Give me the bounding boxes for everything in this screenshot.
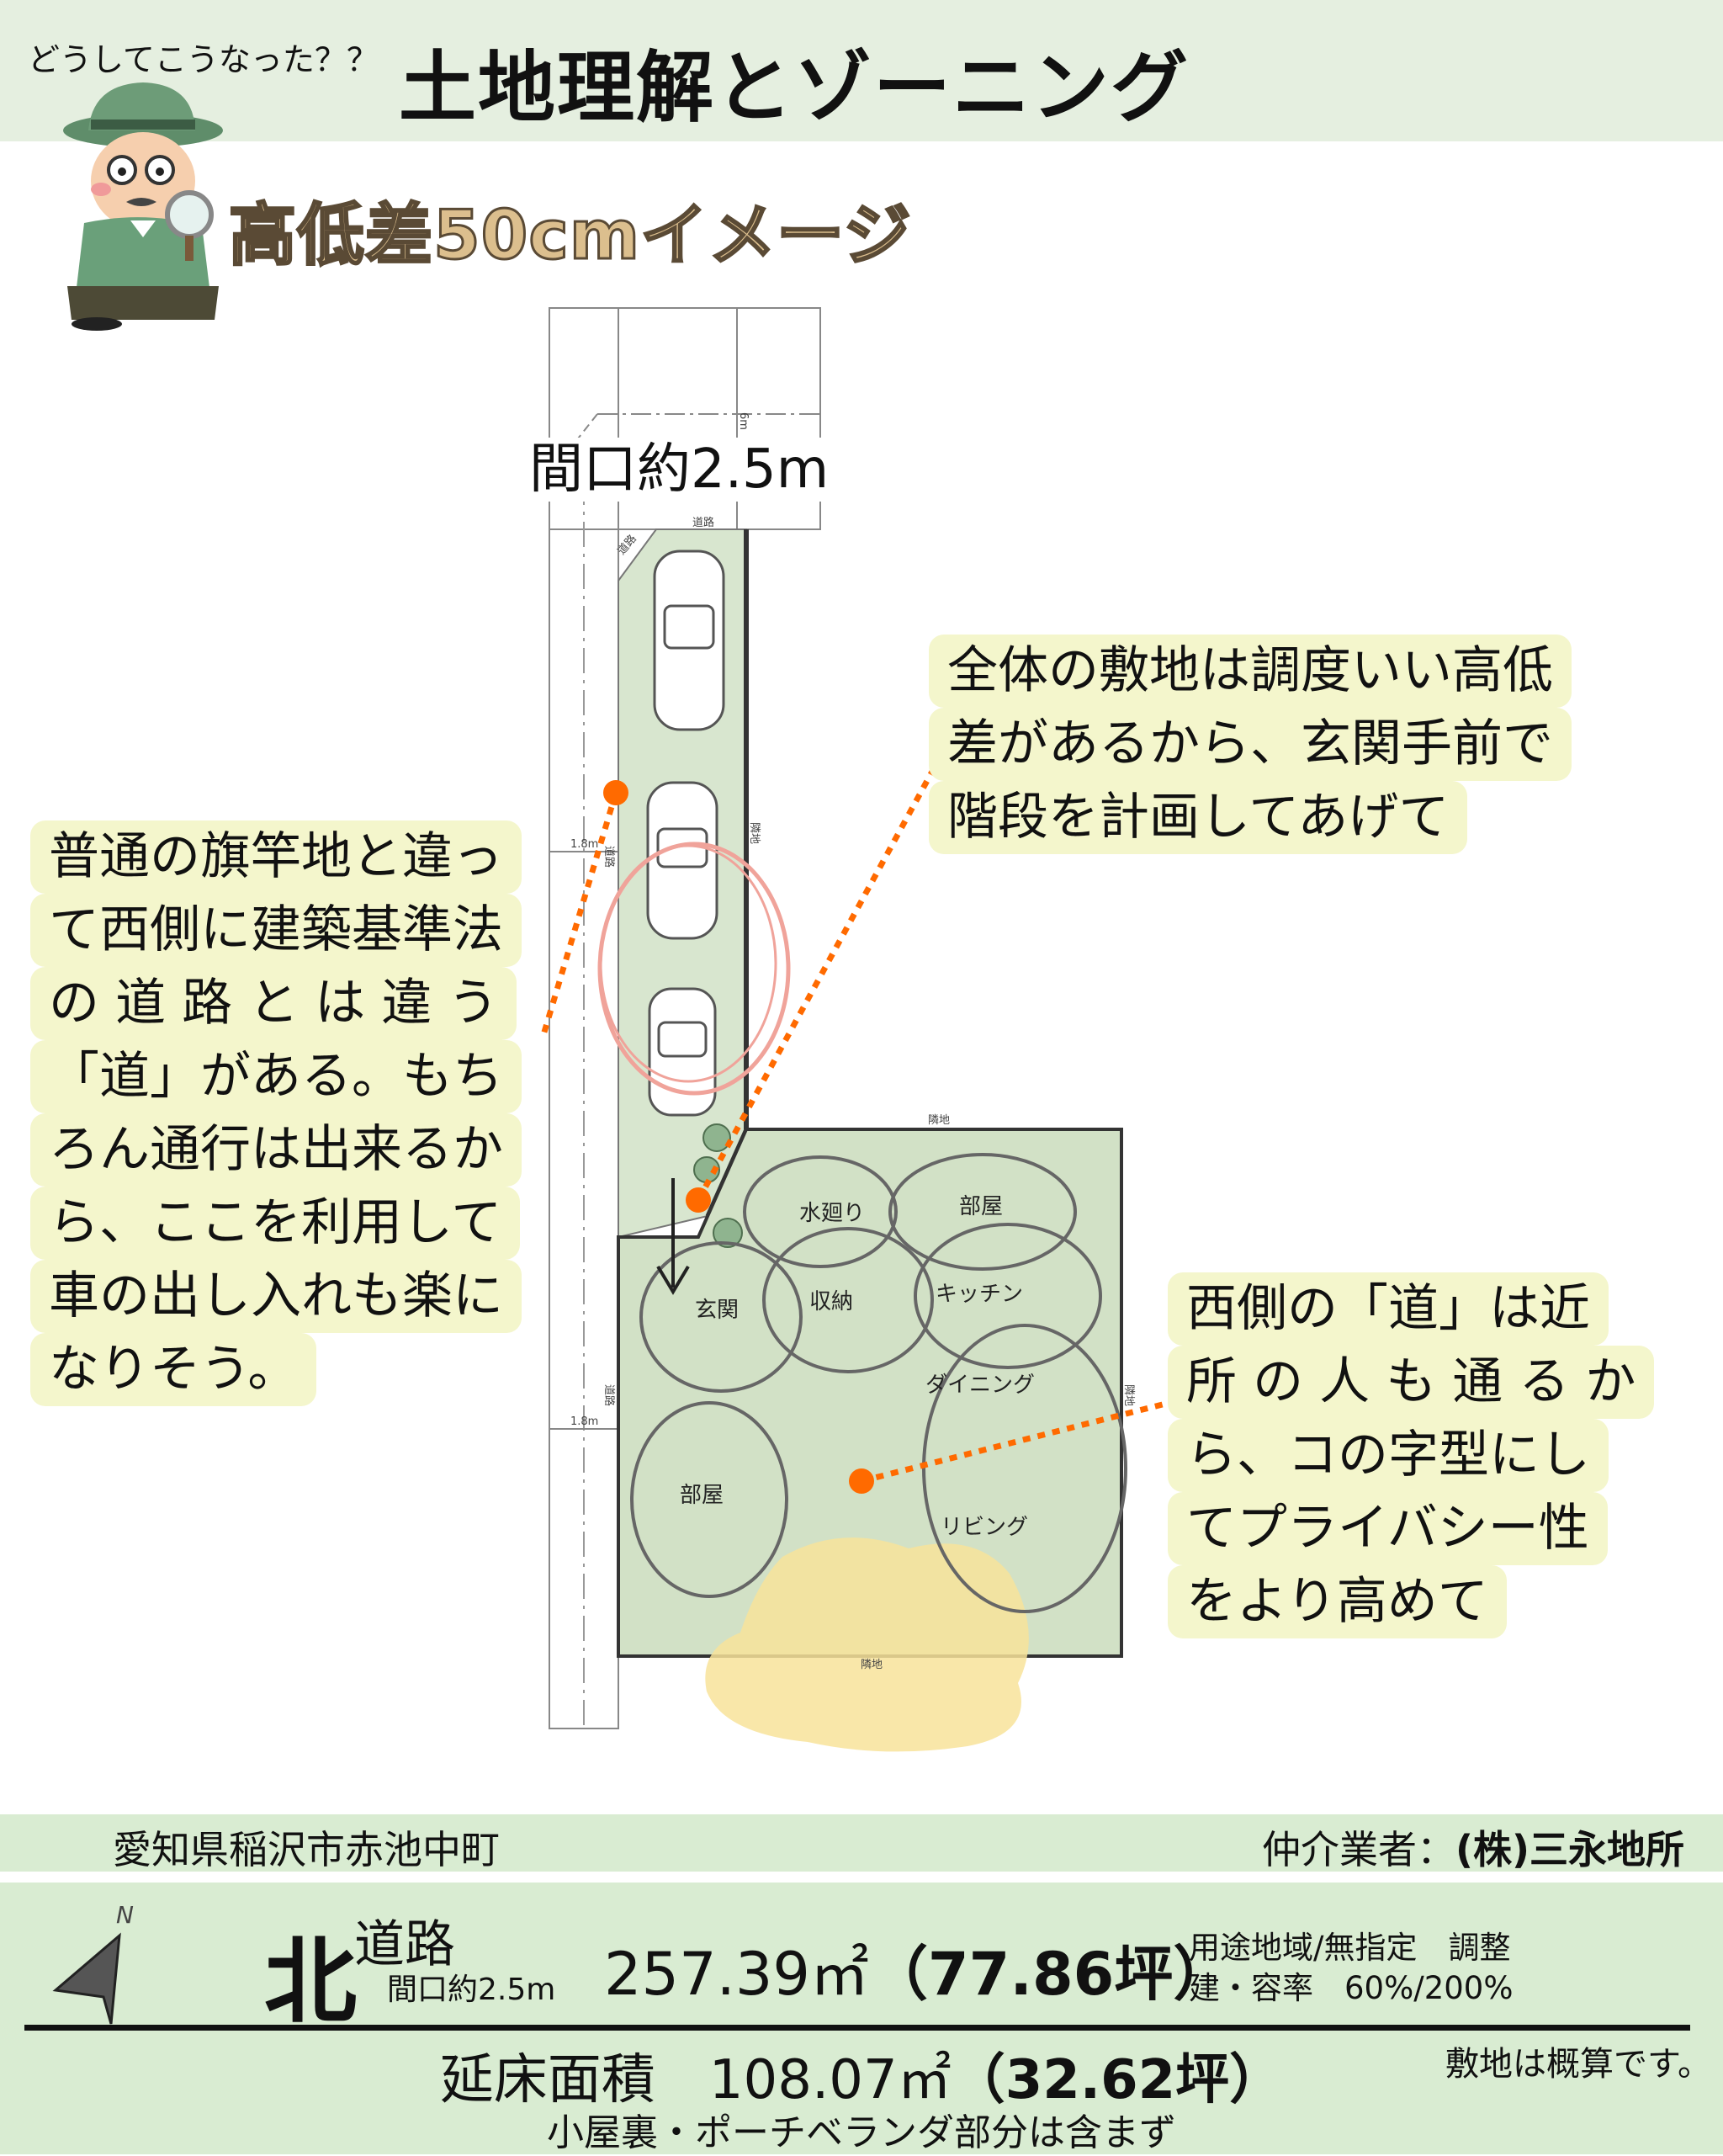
callout-left: 普通の旗竿地と違っ て西側に建築基準法 の 道 路 と は 違 う 「道」がある…	[30, 820, 522, 1406]
marker-dot	[603, 780, 628, 805]
address-band	[0, 1814, 1723, 1872]
callout-line: 車の出し入れも楽に	[30, 1260, 522, 1333]
callout-line: ら、コの字型にし	[1168, 1419, 1609, 1492]
callout-line: の 道 路 と は 違 う	[30, 967, 517, 1040]
broker: 仲介業者：(株)三永地所	[1262, 1819, 1684, 1875]
callout-line: てプライバシー性	[1168, 1492, 1608, 1565]
callout-line: なりそう。	[30, 1333, 317, 1406]
floor-area-note: 小屋裏・ポーチベランダ部分は含まず	[547, 2111, 1176, 2154]
land-area: 257.39㎡（77.86坪）	[604, 1927, 1232, 2012]
plan-label: 道路	[692, 516, 714, 529]
yellow-blob	[705, 1537, 1029, 1752]
coverage-ratio: 建・容率 60%/200%	[1189, 1970, 1514, 2006]
callout-bottom-right: 西側の「道」は近 所 の 人 も 通 る か ら、コの字型にし てプライバシー性…	[1168, 1272, 1655, 1638]
callout-line: ろん通行は出来るか	[30, 1113, 522, 1187]
room-label: 水廻り	[799, 1201, 865, 1226]
marker-dot	[686, 1187, 711, 1213]
floor-area-tsubo: （32.62坪）	[951, 2049, 1284, 2111]
callout-line: 階段を計画してあげて	[929, 781, 1468, 854]
compass-letter: N	[116, 1901, 134, 1929]
callout-line: 差があるから、玄関手前で	[929, 708, 1572, 781]
room-label: 部屋	[680, 1483, 724, 1508]
plan-label: 1.8m	[570, 838, 598, 851]
callout-line: 全体の敷地は調度いい高低	[929, 635, 1572, 708]
frontage-summary: 間口約2.5m	[387, 1973, 556, 2007]
property-summary-band	[0, 1883, 1723, 2154]
plan-label: 1.8m	[570, 1415, 598, 1428]
road-direction: 北	[264, 1928, 357, 2036]
callout-line: をより高めて	[1168, 1565, 1507, 1638]
divider	[24, 2025, 1690, 2031]
callout-leaders	[539, 741, 1190, 1484]
callout-line: ら、ここを利用して	[30, 1187, 521, 1260]
plan-label: 隣地	[928, 1113, 950, 1127]
room-label: リビング	[941, 1515, 1028, 1540]
address: 愛知県稲沢市赤池中町	[113, 1827, 500, 1872]
plan-label: 道路	[602, 1384, 616, 1406]
detective-character-illustration	[63, 82, 223, 331]
plan-label: 6m	[737, 412, 750, 430]
plan-label: 隣地	[748, 822, 761, 844]
north-arrow-icon: N	[52, 1901, 134, 2025]
zoning: 用途地域/無指定 調整	[1189, 1930, 1511, 1966]
callout-line: て西側に建築基準法	[30, 894, 522, 967]
callout-line: 「道」がある。もち	[30, 1040, 522, 1113]
room-label: 玄関	[695, 1298, 739, 1323]
floor-area: 延床面積 108.07㎡（32.62坪）	[0, 2037, 1723, 2114]
callout-top-right: 全体の敷地は調度いい高低 差があるから、玄関手前で 階段を計画してあげて	[929, 635, 1572, 854]
room-label: ダイニング	[925, 1373, 1035, 1398]
callout-line: 普通の旗竿地と違っ	[30, 820, 522, 894]
header-subtitle: どうしてこうなった？？	[28, 41, 379, 78]
car-icon	[653, 550, 725, 731]
land-area-sqm: 257.39㎡	[604, 1940, 869, 2009]
broker-label: 仲介業者：	[1261, 1827, 1455, 1872]
plan-label: 隣地	[861, 1658, 883, 1671]
approx-note: 敷地は概算です。	[1445, 2045, 1711, 2084]
main-lot	[617, 1128, 1123, 1658]
page-title: 土地理解とゾーニング	[399, 43, 1190, 133]
marker-dot	[849, 1468, 874, 1494]
road-label: 道路	[354, 1915, 455, 1974]
plan-label: 道路	[602, 846, 616, 868]
zoning-circles	[630, 1153, 1127, 1613]
broker-name: (株)三永地所	[1455, 1827, 1684, 1872]
room-label: 部屋	[959, 1194, 1003, 1219]
header-band	[0, 0, 1723, 141]
room-label: キッチン	[936, 1282, 1023, 1307]
parked-cars	[646, 550, 725, 1117]
floor-area-sqm: 延床面積 108.07㎡	[439, 2049, 952, 2111]
plan-label: 隣地	[1122, 1384, 1136, 1406]
car-icon	[648, 987, 717, 1117]
land-area-tsubo: （77.86坪）	[868, 1940, 1233, 2009]
frontage-label: 間口約2.5m	[526, 438, 833, 502]
shrubs	[693, 1123, 743, 1248]
callout-line: 西側の「道」は近	[1168, 1272, 1609, 1346]
callout-line: 所 の 人 も 通 る か	[1168, 1346, 1655, 1419]
room-label: 収納	[809, 1289, 853, 1314]
section-title: 高低差50cmイメージ	[228, 195, 913, 276]
